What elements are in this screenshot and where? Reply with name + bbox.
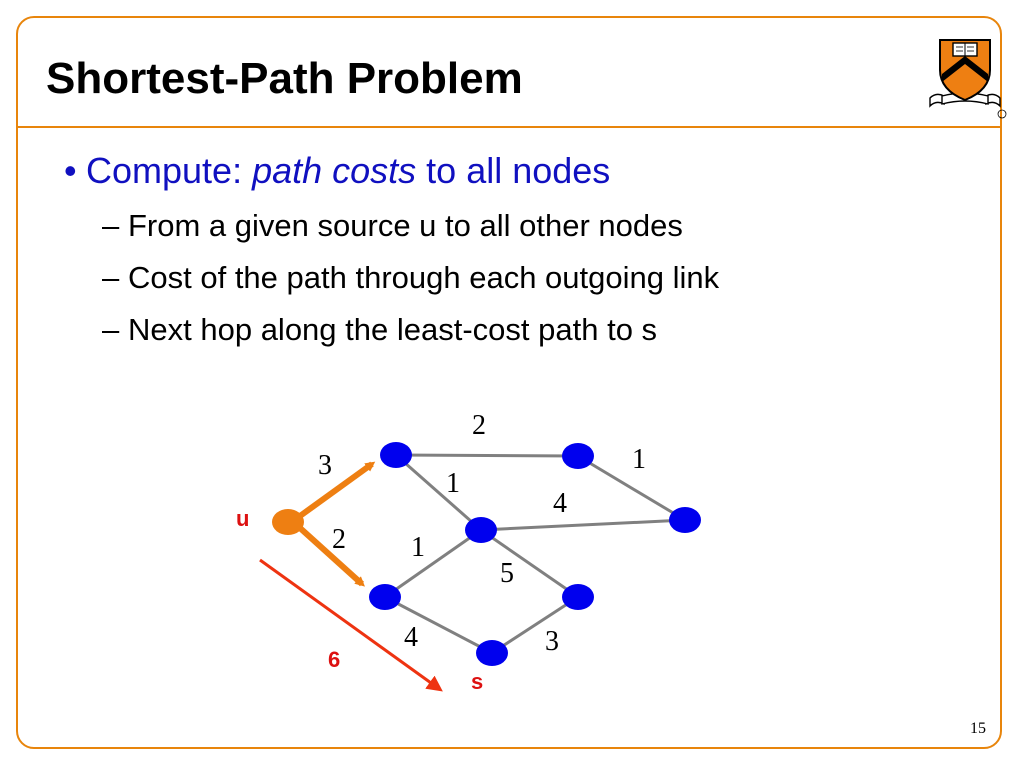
graph-node [562,443,594,469]
edge [384,528,482,599]
sub-bullet-text: From a given source u to all other nodes [128,208,683,243]
edge [577,454,686,522]
slide-number: 15 [970,720,986,737]
edge [384,595,493,655]
graph-node [669,507,701,533]
graph-node [380,442,412,468]
graph-node [562,584,594,610]
graph-node-s [476,640,508,666]
sub-bullet-source: –From a given source u to all other node… [102,208,683,243]
edge-weight: 1 [632,444,646,475]
bullet-dot: • [64,150,77,191]
edge-weight: 1 [446,468,460,499]
target-label-s: s [471,669,483,694]
sub-bullet-text: Cost of the path through each outgoing l… [128,260,720,295]
title-divider [16,126,1002,128]
edge [395,453,579,458]
edge [480,528,579,599]
arrow-u-to-top [298,461,376,519]
edge [491,595,579,655]
sub-bullet-text: Next hop along the least-cost path to s [128,312,658,347]
edge-weight: 2 [332,524,346,555]
bullet-main-prefix: Compute: [86,150,253,191]
edge-weight: 1 [411,532,425,563]
graph-node [369,584,401,610]
direct-cost-label: 6 [328,647,340,672]
slide-frame [16,16,1002,749]
graph-node [465,517,497,543]
bullet-main-suffix: to all nodes [416,150,611,191]
sub-bullet-cost: –Cost of the path through each outgoing … [102,260,720,295]
edge [480,518,686,532]
direct-path-arrow [259,558,443,692]
source-node-u [272,509,304,535]
edge-weight: 3 [318,450,332,481]
source-label-u: u [236,506,249,531]
edge-weight: 4 [553,488,567,519]
edge [395,453,482,532]
edge-weight: 2 [472,410,486,441]
slide-title: Shortest-Path Problem [46,54,523,103]
edge-weight: 3 [545,626,559,657]
bullet-main-emphasis: path costs [252,150,417,191]
university-shield-logo [929,39,1007,119]
arrow-u-to-lower [297,525,365,587]
edge-weight: 5 [500,558,514,589]
edge-weight: 4 [404,622,418,653]
bullet-main: •Compute: path costs to all nodes [64,150,610,192]
sub-bullet-next-hop: –Next hop along the least-cost path to s [102,312,658,347]
